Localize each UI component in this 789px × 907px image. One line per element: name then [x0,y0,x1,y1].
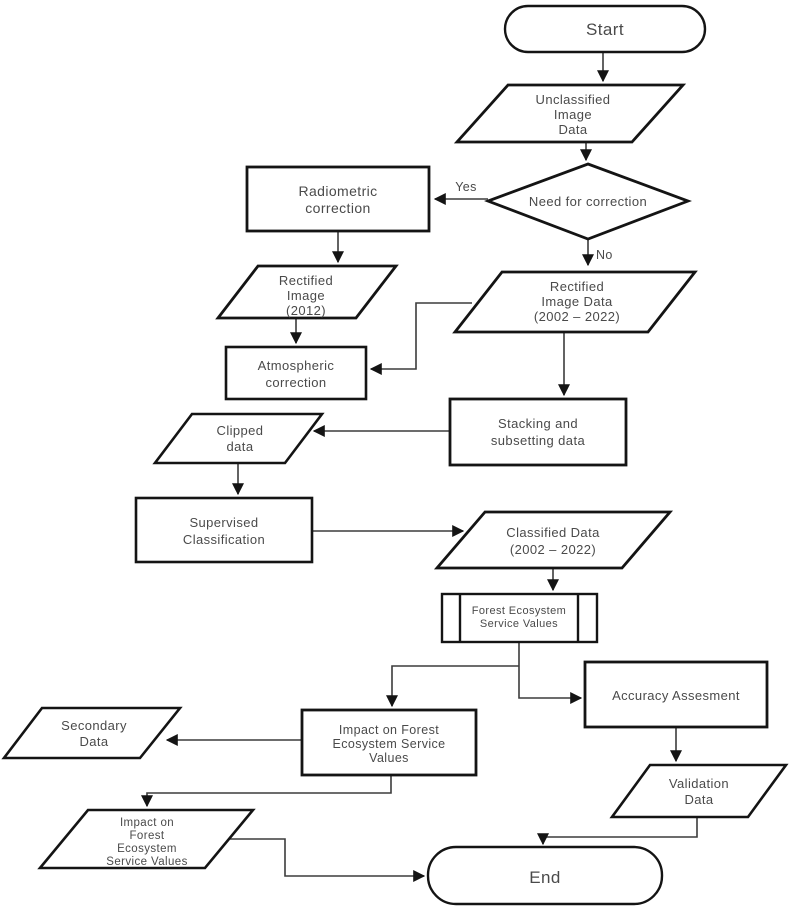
impact-box-line-2: Ecosystem Service [332,737,445,751]
clipped-data-parallelogram [152,412,325,465]
rectified-image-data-parallelogram [452,270,698,334]
edge-impact-box-to-impact-data [141,775,392,808]
start-terminator [503,4,707,54]
radiometric-line-1: Radiometric [298,183,377,199]
edge-validation-to-end [537,817,698,846]
radiometric-correction-box [245,165,431,233]
stacking-subsetting-box [448,397,628,467]
need-for-correction-diamond [484,162,692,241]
secondary-line-2: Data [79,734,108,749]
rectified-2012-line-1: Rectified [279,273,333,288]
stacking-line-1: Stacking and [498,416,578,431]
impact-box-line-1: Impact on Forest [339,723,439,737]
forest-esv-predefined-process [440,592,599,644]
impact-data-line-4: Service Values [106,856,187,868]
rectified-data-line-2: Image Data [541,294,613,309]
impact-data-line-3: Ecosystem [117,843,177,855]
edge-impact-data-to-end [229,838,426,882]
clipped-line-1: Clipped [217,423,264,438]
no-edge-label: No [596,248,613,262]
classified-data-parallelogram [433,510,674,570]
unclassified-line-2: Image [554,107,592,122]
impact-data-line-1: Impact on [120,817,174,829]
forest-esv-line-1: Forest Ecosystem [472,605,566,617]
edge-fesv-to-accuracy [518,642,583,704]
end-terminator [426,845,664,906]
unclassified-line-1: Unclassified [536,92,611,107]
end-label: End [529,868,560,887]
secondary-data-parallelogram [1,706,183,760]
validation-line-1: Validation [669,776,729,791]
rectified-2012-line-2: Image [287,288,325,303]
accuracy-assessment-box [583,660,769,729]
rectified-2012-line-3: (2012) [286,303,326,318]
atmospheric-correction-box [224,345,368,401]
edge-rectified-data-to-atmospheric [369,302,472,375]
unclassified-image-data-parallelogram [453,83,687,144]
secondary-line-1: Secondary [61,718,127,733]
start-label: Start [586,20,624,39]
validation-data-parallelogram [609,763,789,819]
classified-line-2: (2002 – 2022) [510,542,596,557]
supervised-classification-box [134,496,314,564]
accuracy-assessment-label: Accuracy Assesment [612,688,740,703]
forest-esv-line-2: Service Values [480,618,558,630]
atmospheric-line-2: correction [265,375,326,390]
unclassified-line-3: Data [558,122,587,137]
supervised-line-1: Supervised [189,515,258,530]
classified-line-1: Classified Data [506,525,600,540]
need-for-correction-label: Need for correction [529,194,647,209]
atmospheric-line-1: Atmospheric [258,358,335,373]
rectified-data-line-3: (2002 – 2022) [534,309,620,324]
rectified-image-2012-parallelogram [215,264,399,320]
clipped-line-2: data [227,439,254,454]
impact-box-line-3: Values [369,751,409,765]
stacking-line-2: subsetting data [491,433,586,448]
supervised-line-2: Classification [183,532,265,547]
radiometric-line-2: correction [305,200,370,216]
forest-esv-outer-rect [440,592,599,644]
impact-data-line-2: Forest [130,830,165,842]
edge-fesv-to-impact-box [386,665,519,708]
impact-forest-esv-box [300,708,478,777]
validation-line-2: Data [684,792,713,807]
impact-forest-esv-data-parallelogram [37,808,256,870]
yes-edge-label: Yes [455,180,477,194]
rectified-data-line-1: Rectified [550,279,604,294]
